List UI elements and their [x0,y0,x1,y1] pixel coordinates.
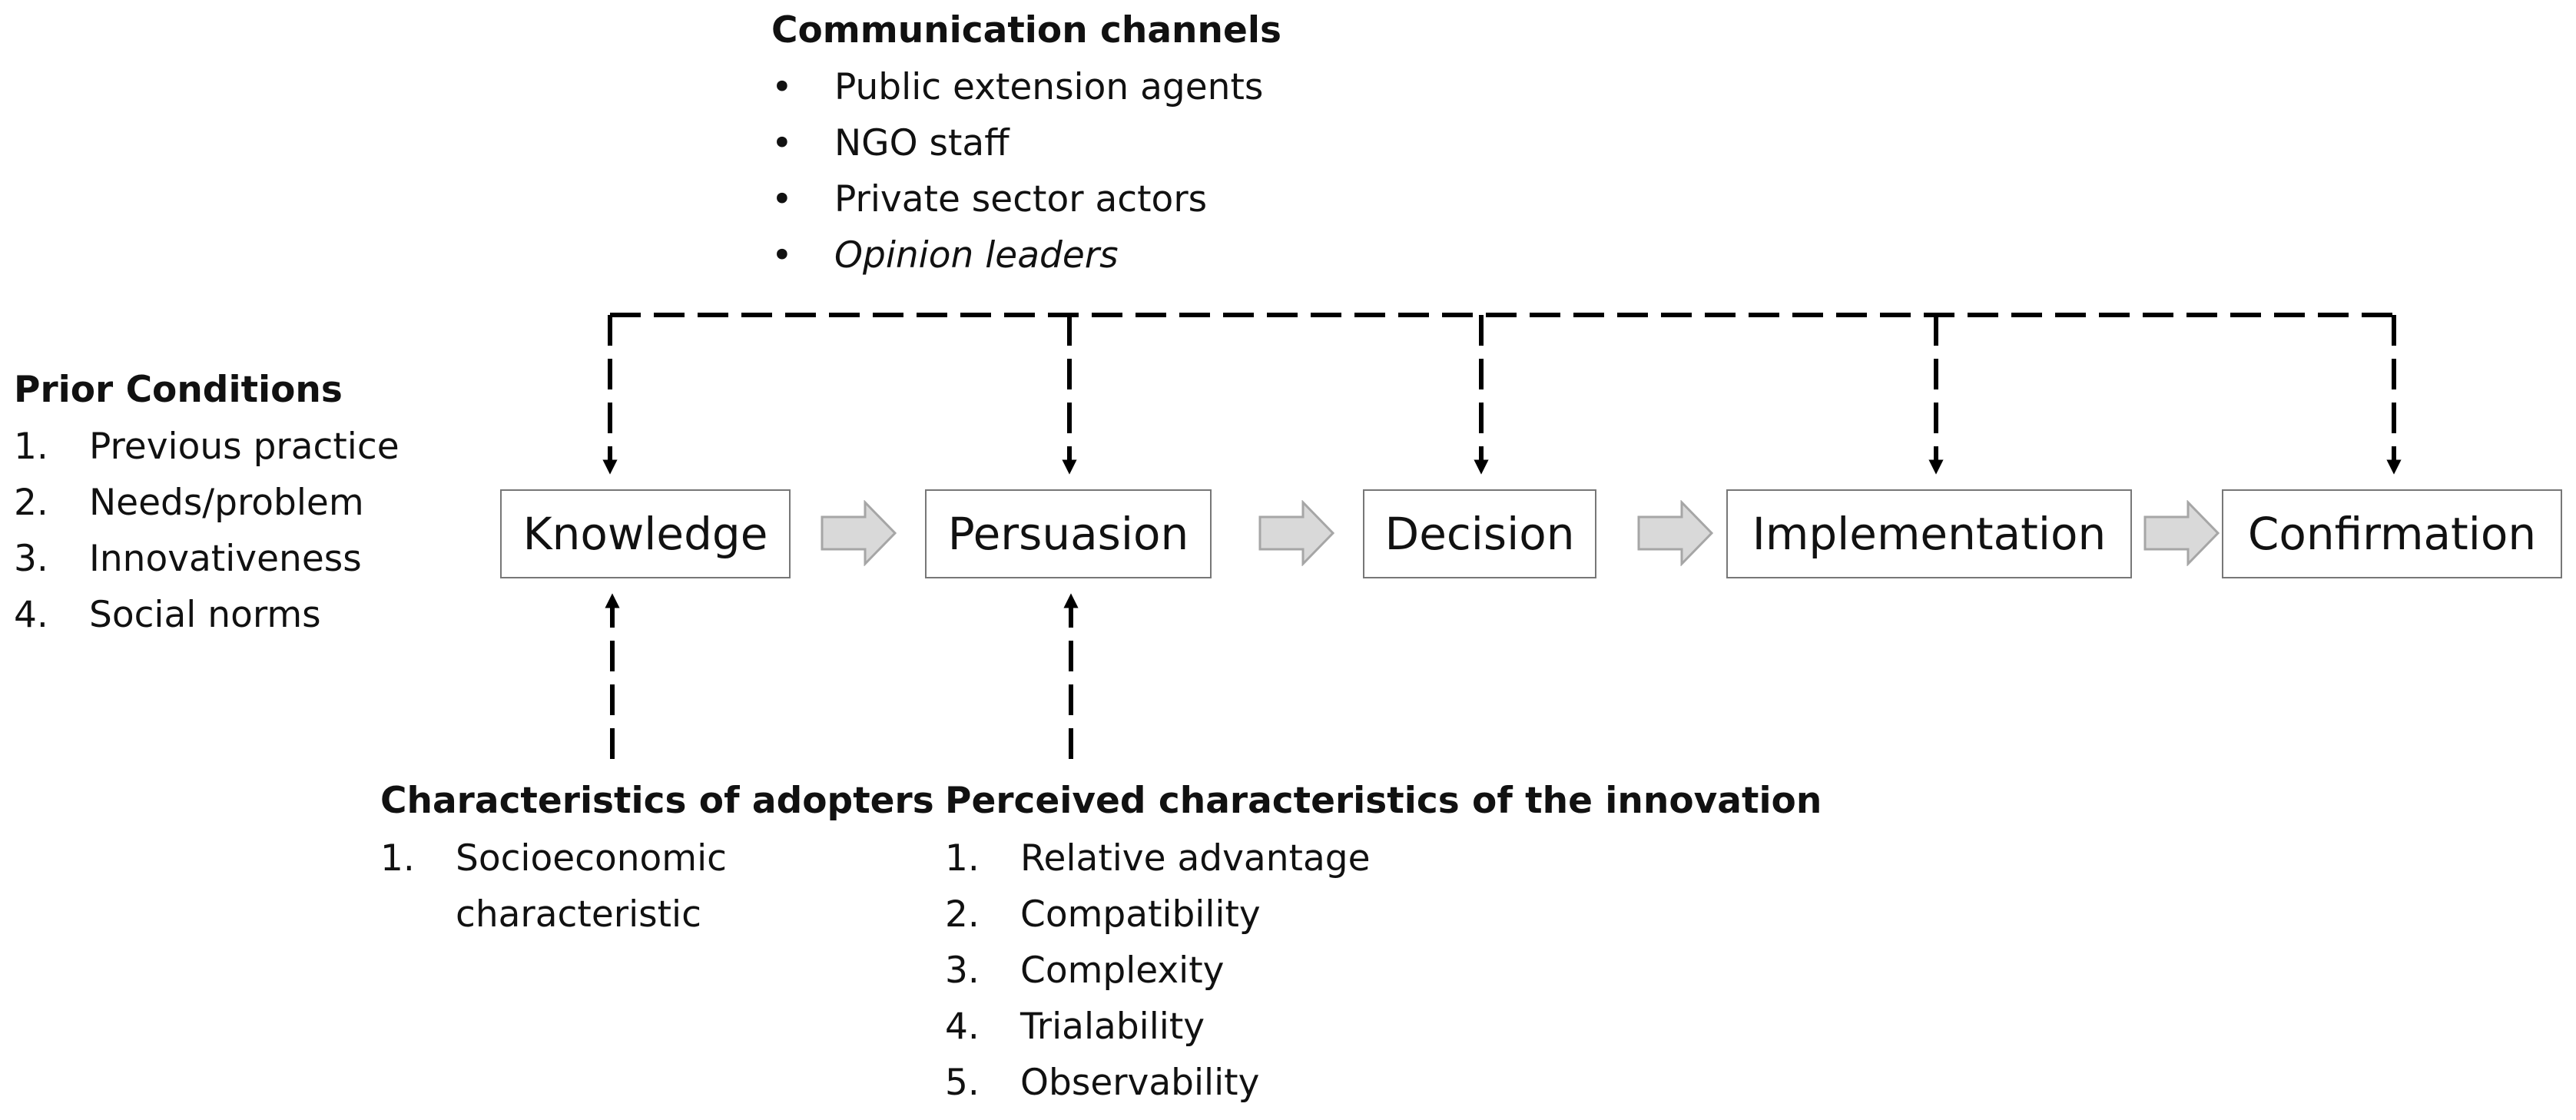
perceived-characteristics-list: 1. Relative advantage 2. Compatibility 3. C… [945,830,1371,1111]
list-item-text: Private sector actors [834,178,1208,220]
list-item: 1. Socioeconomic characteristic [380,830,763,943]
list-item: 4. Social norms [14,587,399,643]
prior-conditions-heading: Prior Conditions [14,369,343,411]
list-item: 1. Previous practice [14,419,399,475]
prior-conditions-list: 1. Previous practice 2. Needs/problem 3. In… [14,419,399,643]
number-marker: 1. [14,426,48,468]
stage-box-knowledge: Knowledge [500,489,791,578]
list-item-text: Observability [1020,1062,1260,1104]
list-item: 2. Compatibility [945,886,1371,943]
list-item-text: Complexity [1020,949,1225,992]
list-item-text: Social norms [89,594,321,636]
list-item: • Public extension agents [771,59,1263,115]
communication-channels-list: • Public extension agents • NGO staff • Pri… [771,59,1263,283]
stage-box-persuasion: Persuasion [925,489,1212,578]
list-item: 5. Observability [945,1055,1371,1111]
list-item-text: Previous practice [89,426,399,468]
list-item-text: Public extension agents [834,66,1264,108]
number-marker: 4. [14,594,48,636]
number-marker: 5. [945,1062,980,1104]
bullet-marker: • [771,122,793,164]
list-item: 1. Relative advantage [945,830,1371,886]
list-item: • NGO staff [771,115,1263,171]
list-item: • Private sector actors [771,171,1263,227]
flow-arrow-icon [821,500,897,566]
list-item-text: Relative advantage [1020,837,1371,880]
number-marker: 2. [945,893,980,936]
number-marker: 3. [14,538,48,580]
list-item-text: NGO staff [834,122,1010,164]
stage-box-confirmation: Confirmation [2222,489,2562,578]
flow-arrow-icon [2143,500,2220,566]
number-marker: 4. [945,1006,980,1048]
bullet-marker: • [771,178,793,220]
list-item-text: Compatibility [1020,893,1261,936]
list-item: • Opinion leaders [771,227,1263,283]
number-marker: 2. [14,482,48,524]
list-item-text: Needs/problem [89,482,364,524]
number-marker: 1. [945,837,980,880]
bullet-marker: • [771,234,793,277]
adopters-characteristics-heading: Characteristics of adopters [380,780,934,822]
bullet-marker: • [771,66,793,108]
stage-box-implementation: Implementation [1726,489,2132,578]
communication-channels-heading: Communication channels [771,9,1281,51]
number-marker: 1. [380,837,415,880]
flow-arrow-icon [1258,500,1335,566]
list-item: 3. Innovativeness [14,531,399,587]
list-item-text: Innovativeness [89,538,362,580]
stage-box-decision: Decision [1363,489,1596,578]
perceived-characteristics-heading: Perceived characteristics of the innovat… [945,780,1822,822]
list-item-text: Socioeconomic characteristic [456,837,727,936]
list-item-text: Opinion leaders [834,234,1119,277]
list-item: 4. Trialability [945,999,1371,1055]
number-marker: 3. [945,949,980,992]
list-item-text: Trialability [1020,1006,1205,1048]
list-item: 2. Needs/problem [14,475,399,531]
flow-arrow-icon [1637,500,1714,566]
list-item: 3. Complexity [945,943,1371,999]
adopters-characteristics-list: 1. Socioeconomic characteristic [380,830,763,943]
